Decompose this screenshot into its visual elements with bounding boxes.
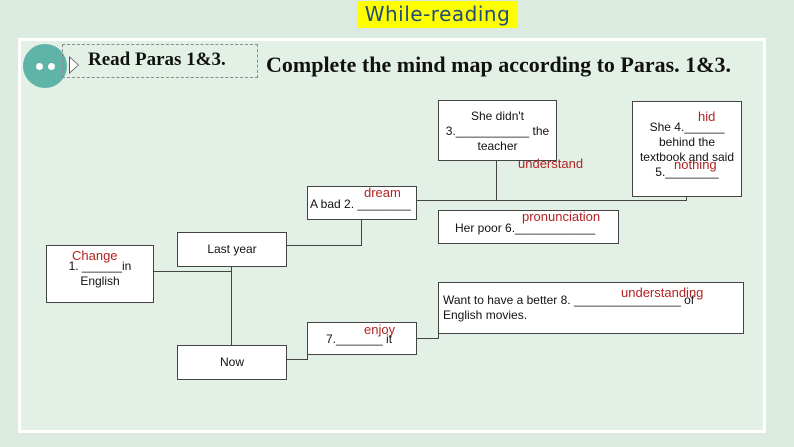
- connector-line: [286, 245, 361, 246]
- answer-2: dream: [364, 185, 401, 200]
- bullet-dot-icon: [36, 63, 43, 70]
- node-enjoy: 7._______ it: [307, 322, 417, 355]
- slide-title: While-reading: [357, 1, 518, 28]
- task-tag-label: Read Paras 1&3.: [88, 49, 226, 70]
- connector-line: [496, 161, 497, 201]
- answer-3: understand: [518, 156, 584, 171]
- connector-line: [361, 220, 362, 246]
- node-hid-nothing: She 4.______ behind the textbook and sai…: [632, 101, 742, 197]
- node-hid-line3: textbook and said: [639, 150, 735, 164]
- node-didnt-line2: 3.___________ the: [445, 124, 550, 138]
- answer-6: pronunciation: [522, 209, 601, 224]
- node-hid-line2: behind the: [658, 135, 716, 149]
- node-understanding-line1: Want to have a better 8. _______________…: [443, 293, 695, 307]
- node-didnt-line1: She didn't: [471, 109, 524, 123]
- task-instruction: Complete the mind map according to Paras…: [266, 52, 732, 77]
- node-understanding: Want to have a better 8. _______________…: [438, 282, 744, 334]
- answer-4: hid: [698, 109, 716, 124]
- node-change-line1: 1. ______in: [68, 259, 132, 273]
- node-bad-dream: A bad 2. ________: [307, 186, 417, 220]
- content-panel: [18, 38, 766, 433]
- arrow-right-inner: [70, 58, 78, 72]
- node-didnt-understand: She didn't 3.___________ the teacher: [438, 100, 557, 161]
- node-pronunciation: Her poor 6.____________: [438, 210, 619, 244]
- connector-line: [231, 263, 232, 346]
- node-change-line2: English: [80, 274, 120, 288]
- connector-line: [154, 271, 232, 272]
- task-tag: [62, 44, 258, 78]
- connector-line: [686, 196, 687, 201]
- bullet-icon: [23, 44, 67, 88]
- node-understanding-line2: English movies.: [443, 308, 528, 322]
- answer-1: Change: [72, 248, 118, 263]
- answer-7: enjoy: [364, 322, 396, 337]
- connector-line: [417, 200, 687, 201]
- node-change: 1. ______in English: [46, 245, 154, 303]
- node-hid-line1: She 4.______: [649, 120, 725, 134]
- node-now: Now: [177, 345, 287, 380]
- answer-8: understanding: [621, 285, 704, 300]
- node-didnt-line3: teacher: [477, 139, 518, 153]
- answer-5: nothing: [674, 157, 717, 172]
- connector-line: [417, 338, 439, 339]
- connector-line: [286, 359, 308, 360]
- node-hid-line4: 5.________: [655, 165, 719, 179]
- node-last-year: Last year: [177, 232, 287, 267]
- bullet-dot-icon: [48, 63, 55, 70]
